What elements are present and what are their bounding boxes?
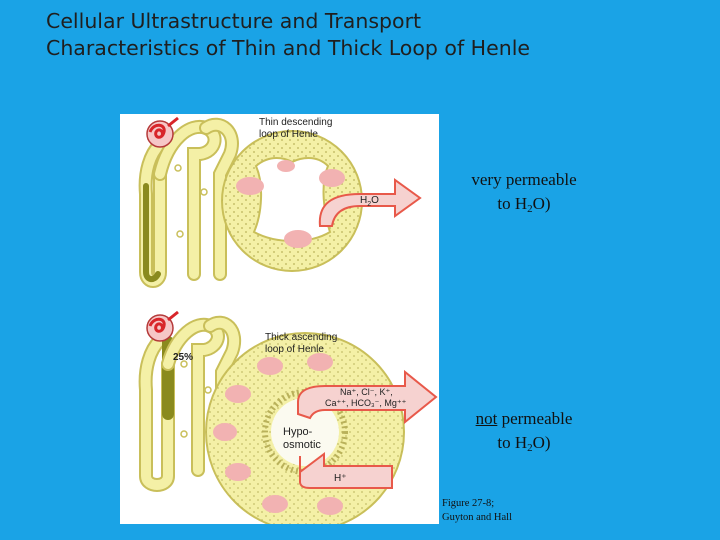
thick-loop-label-1: Thick ascending xyxy=(265,332,337,343)
glomerulus-bottom xyxy=(146,310,179,342)
nephron-diagram-top xyxy=(138,117,239,288)
thin-loop-label-2: loop of Henle xyxy=(259,129,318,140)
lumen-label-2: osmotic xyxy=(283,439,321,451)
h-ion-label: H⁺ xyxy=(334,473,347,484)
slide-title: Cellular Ultrastructure and Transport Ch… xyxy=(46,9,531,60)
thin-note-line1: very permeable xyxy=(471,170,577,189)
h2o-arrow: H2O xyxy=(318,178,422,227)
h2o-arrow-label: H2O xyxy=(360,195,379,208)
thick-loop-label-2: loop of Henle xyxy=(265,344,324,355)
glomerulus-top xyxy=(146,116,179,148)
lumen-label-1: Hypo- xyxy=(283,426,313,438)
ion-label-2: Ca⁺⁺, HCO₃⁻, Mg⁺⁺ xyxy=(325,398,407,408)
citation-line2: Guyton and Hall xyxy=(442,512,512,523)
thick-loop-permeability-note: not permeable to H2O) xyxy=(448,407,600,460)
nephron-diagram-bottom xyxy=(138,315,241,492)
thin-note-line2: to H2O) xyxy=(497,194,551,215)
ion-reabsorption-arrow: Na⁺, Cl⁻, K⁺, Ca⁺⁺, HCO₃⁻, Mg⁺⁺ xyxy=(297,369,438,425)
thin-loop-permeability-note: very permeable to H2O) xyxy=(448,168,600,221)
ion-label-1: Na⁺, Cl⁻, K⁺, xyxy=(340,387,393,397)
nephron-figure: H2O Thin descending loop of Henle 25% xyxy=(120,114,439,524)
h-secretion-arrow: H⁺ xyxy=(299,452,393,489)
thick-note-line1: not permeable xyxy=(475,409,573,428)
thick-note-line2: to H2O) xyxy=(497,433,551,454)
thin-loop-label-1: Thin descending xyxy=(259,117,332,128)
figure-citation: Figure 27-8; Guyton and Hall xyxy=(442,497,512,525)
citation-line1: Figure 27-8; xyxy=(442,498,495,509)
percent-label: 25% xyxy=(173,352,193,363)
figure-svg: H2O Thin descending loop of Henle 25% xyxy=(138,116,438,524)
